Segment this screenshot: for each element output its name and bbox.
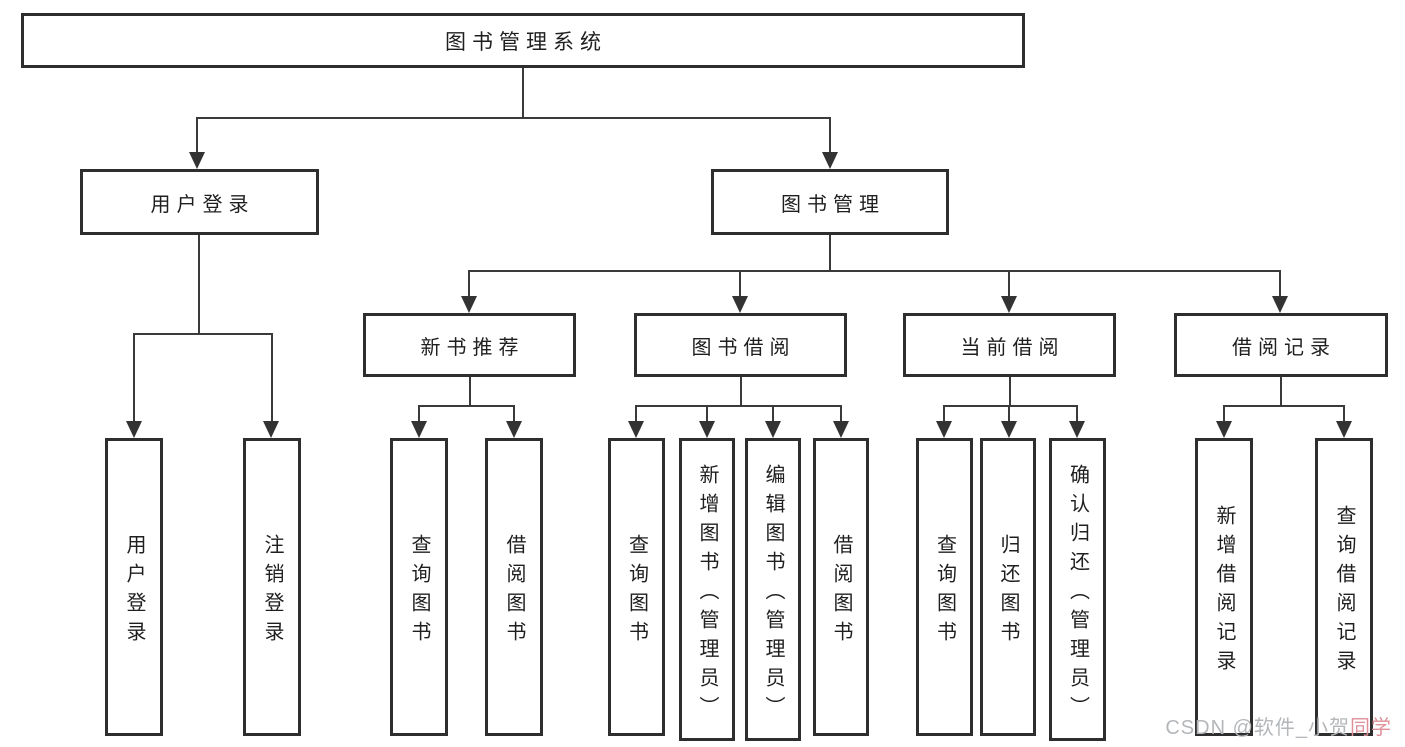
arrowhead-to-bb-add bbox=[699, 421, 715, 438]
leaf-bb-edit-books-admin: 编辑图书（管理员） bbox=[745, 438, 801, 741]
arrowhead-to-leaf-logout bbox=[263, 421, 279, 438]
leaf-bb-borrow-books-label: 借阅图书 bbox=[830, 533, 852, 650]
connector-nbr-drop-1 bbox=[418, 405, 420, 422]
arrowhead-to-br-query bbox=[1336, 421, 1352, 438]
node-current-borrowing-label: 当前借阅 bbox=[960, 336, 1065, 359]
connector-root-drop-right bbox=[829, 117, 831, 155]
leaf-cb-confirm-return-admin: 确认归还（管理员） bbox=[1049, 438, 1106, 741]
leaf-bb-borrow-books: 借阅图书 bbox=[813, 438, 869, 736]
arrowhead-to-bb-edit bbox=[765, 421, 781, 438]
leaf-cb-return-books: 归还图书 bbox=[980, 438, 1036, 736]
node-book-borrowing-label: 图书借阅 bbox=[691, 336, 796, 359]
connector-bb-drop-2 bbox=[706, 405, 708, 422]
leaf-cb-return-books-label: 归还图书 bbox=[997, 533, 1019, 650]
node-borrowing-records-label: 借阅记录 bbox=[1232, 336, 1336, 359]
connector-cb-drop-1 bbox=[943, 405, 945, 422]
arrowhead-to-book-management bbox=[822, 152, 838, 169]
connector-user-login-stem bbox=[198, 235, 200, 335]
connector-br-drop-1 bbox=[1223, 405, 1225, 422]
arrowhead-to-nbr-borrow bbox=[506, 421, 522, 438]
node-user-login-label: 用户登录 bbox=[150, 193, 255, 216]
arrowhead-to-book-borrowing bbox=[732, 296, 748, 313]
node-root-system: 图书管理系统 bbox=[21, 13, 1025, 68]
leaf-br-add-record-label: 新增借阅记录 bbox=[1213, 504, 1235, 679]
connector-cb-drop-3 bbox=[1076, 405, 1078, 422]
connector-user-login-rail bbox=[133, 333, 273, 335]
arrowhead-to-cb-query bbox=[936, 421, 952, 438]
connector-book-mgmt-drop-1 bbox=[468, 270, 470, 298]
connector-nbr-drop-2 bbox=[513, 405, 515, 422]
node-new-book-recommend-label: 新书推荐 bbox=[420, 336, 525, 359]
arrowhead-to-cb-return bbox=[1001, 421, 1017, 438]
leaf-nbr-borrow-books-label: 借阅图书 bbox=[503, 533, 525, 650]
connector-root-stem bbox=[522, 68, 524, 118]
arrowhead-to-borrowing-records bbox=[1272, 296, 1288, 313]
connector-book-mgmt-drop-2 bbox=[739, 270, 741, 298]
connector-bb-stem bbox=[740, 377, 742, 407]
leaf-cb-confirm-return-admin-label: 确认归还（管理员） bbox=[1066, 463, 1089, 725]
node-book-management: 图书管理 bbox=[711, 169, 949, 235]
connector-user-login-drop-2 bbox=[271, 333, 273, 422]
arrowhead-to-current-borrowing bbox=[1001, 296, 1017, 313]
leaf-user-login: 用户登录 bbox=[105, 438, 163, 736]
arrowhead-to-leaf-user-login bbox=[126, 421, 142, 438]
connector-bb-drop-4 bbox=[840, 405, 842, 422]
csdn-watermark-accent: 同学 bbox=[1350, 717, 1392, 739]
connector-root-drop-left bbox=[196, 117, 198, 155]
arrowhead-to-br-add bbox=[1216, 421, 1232, 438]
connector-br-rail bbox=[1223, 405, 1345, 407]
node-borrowing-records: 借阅记录 bbox=[1174, 313, 1388, 377]
leaf-nbr-query-books-label: 查询图书 bbox=[408, 533, 430, 650]
connector-br-drop-2 bbox=[1343, 405, 1345, 422]
arrowhead-to-bb-borrow bbox=[833, 421, 849, 438]
arrowhead-to-bb-query bbox=[628, 421, 644, 438]
leaf-nbr-query-books: 查询图书 bbox=[390, 438, 448, 736]
arrowhead-to-new-book-recommend bbox=[461, 296, 477, 313]
arrowhead-to-cb-confirm bbox=[1069, 421, 1085, 438]
connector-cb-rail bbox=[943, 405, 1078, 407]
connector-root-rail bbox=[196, 117, 831, 119]
node-user-login: 用户登录 bbox=[80, 169, 319, 235]
leaf-logout-login: 注销登录 bbox=[243, 438, 301, 736]
connector-bb-drop-3 bbox=[772, 405, 774, 422]
leaf-bb-query-books-label: 查询图书 bbox=[625, 533, 648, 650]
node-book-management-label: 图书管理 bbox=[781, 193, 885, 216]
connector-cb-drop-2 bbox=[1008, 405, 1010, 422]
connector-bb-drop-1 bbox=[635, 405, 637, 422]
node-root-label: 图书管理系统 bbox=[445, 30, 607, 54]
node-current-borrowing: 当前借阅 bbox=[903, 313, 1116, 377]
leaf-br-add-record: 新增借阅记录 bbox=[1195, 438, 1253, 736]
connector-book-mgmt-rail bbox=[468, 270, 1281, 272]
node-new-book-recommend: 新书推荐 bbox=[363, 313, 576, 377]
leaf-user-login-label: 用户登录 bbox=[123, 533, 145, 650]
leaf-bb-query-books: 查询图书 bbox=[608, 438, 665, 736]
arrowhead-to-user-login bbox=[189, 152, 205, 169]
leaf-nbr-borrow-books: 借阅图书 bbox=[485, 438, 543, 736]
csdn-watermark: CSDN @软件_小贺同学 bbox=[1165, 711, 1392, 740]
leaf-br-query-record-label: 查询借阅记录 bbox=[1333, 504, 1355, 679]
leaf-cb-query-books-label: 查询图书 bbox=[933, 533, 956, 650]
connector-user-login-drop-1 bbox=[133, 333, 135, 422]
node-book-borrowing: 图书借阅 bbox=[634, 313, 847, 377]
leaf-logout-login-label: 注销登录 bbox=[261, 533, 283, 650]
connector-book-mgmt-stem bbox=[829, 235, 831, 272]
connector-nbr-stem bbox=[469, 377, 471, 407]
connector-br-stem bbox=[1280, 377, 1282, 407]
leaf-br-query-record: 查询借阅记录 bbox=[1315, 438, 1373, 736]
connector-bb-rail bbox=[635, 405, 842, 407]
connector-cb-stem bbox=[1009, 377, 1011, 407]
leaf-bb-add-books-admin: 新增图书（管理员） bbox=[679, 438, 735, 741]
csdn-watermark-main: CSDN @软件_小贺 bbox=[1165, 717, 1350, 739]
connector-book-mgmt-drop-3 bbox=[1008, 270, 1010, 298]
leaf-bb-add-books-admin-label: 新增图书（管理员） bbox=[696, 463, 718, 725]
connector-nbr-rail bbox=[418, 405, 515, 407]
arrowhead-to-nbr-query bbox=[411, 421, 427, 438]
leaf-cb-query-books: 查询图书 bbox=[916, 438, 973, 736]
connector-book-mgmt-drop-4 bbox=[1279, 270, 1281, 298]
leaf-bb-edit-books-admin-label: 编辑图书（管理员） bbox=[762, 463, 784, 725]
